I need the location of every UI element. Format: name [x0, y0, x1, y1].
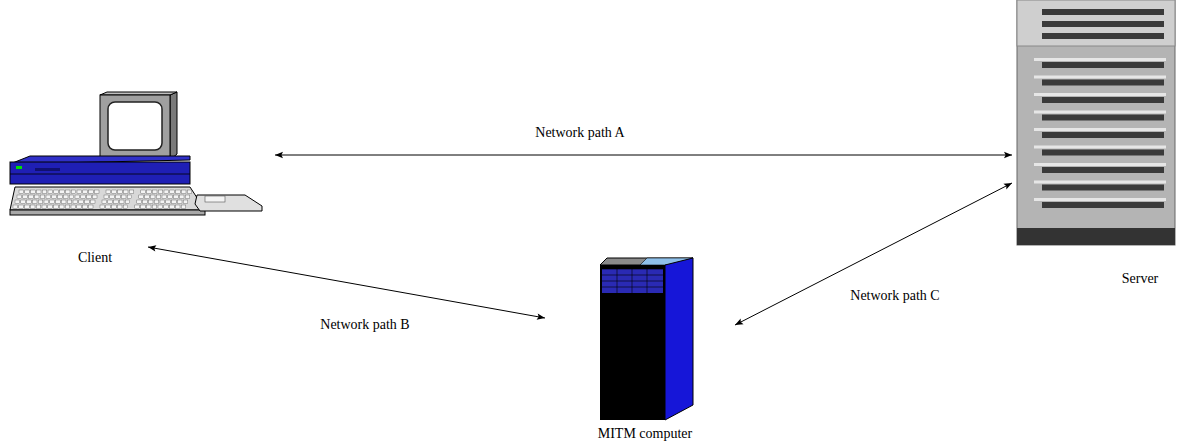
- mitm-computer: MITM computer: [545, 255, 735, 423]
- drive-grid: [602, 269, 663, 293]
- server-top-panel: [1017, 0, 1175, 46]
- keyboard-edge: [10, 210, 205, 215]
- keyboard-keys: [13, 190, 192, 209]
- server-base: [1017, 228, 1175, 245]
- client-computer: Client: [5, 92, 275, 247]
- tower-side: [665, 258, 693, 420]
- keyboard: [10, 187, 205, 210]
- node-label: Client: [78, 250, 112, 265]
- tower-front: [600, 265, 665, 420]
- base-unit: [10, 162, 190, 184]
- mitm-computer-illustration: [545, 255, 735, 423]
- drive-bays: [1034, 9, 1166, 208]
- power-led: [16, 166, 22, 169]
- path-label: Network path A: [533, 125, 626, 140]
- client-computer-illustration: [5, 92, 275, 247]
- network-path-arrow: [735, 183, 1012, 325]
- server-tower: Server: [1012, 0, 1182, 248]
- drive-slot: [35, 168, 60, 171]
- drive-panel: [602, 269, 663, 293]
- monitor-front: [100, 95, 170, 160]
- server-body: [1017, 0, 1175, 245]
- server-tower-illustration: [1012, 0, 1182, 248]
- mouse-button: [205, 196, 225, 202]
- path-label: Network path B: [318, 317, 411, 332]
- network-path-arrow: [275, 155, 1012, 156]
- node-label: MITM computer: [598, 426, 692, 441]
- node-label: Server: [1122, 271, 1159, 286]
- base-seam: [10, 174, 190, 175]
- monitor-side: [170, 92, 177, 160]
- path-label: Network path C: [848, 288, 941, 303]
- mouse: [195, 195, 262, 211]
- monitor-screen: [108, 102, 162, 150]
- network-path-arrow: [148, 247, 545, 318]
